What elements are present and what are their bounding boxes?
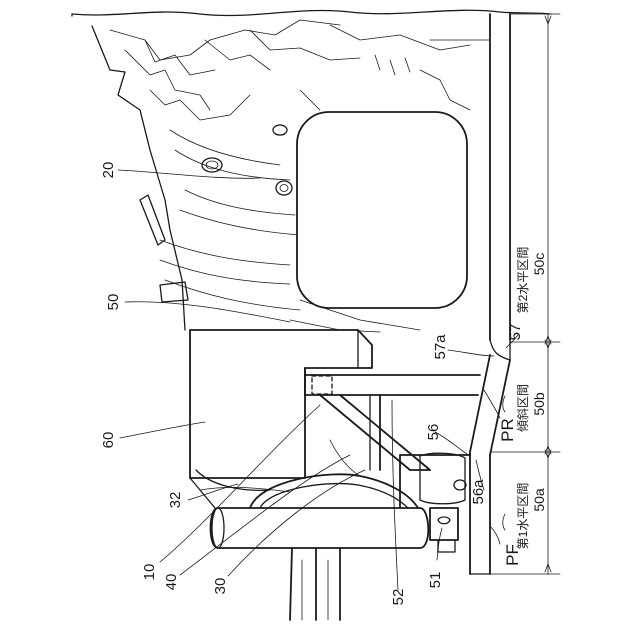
label-PR: PR (498, 418, 517, 442)
upper-rounded-box (297, 112, 467, 308)
lower-box (190, 330, 372, 478)
text-50a-name: 第1水平区間 (516, 483, 530, 550)
text-50b: 50b (531, 392, 547, 416)
text-50b-name: 傾斜区間 (516, 384, 530, 432)
label-50: 50 (105, 294, 122, 311)
label-32: 32 (167, 492, 184, 509)
label-10: 10 (141, 564, 158, 581)
label-57: 57 (507, 324, 524, 341)
text-50c: 50c (531, 253, 547, 276)
section-text: 第2水平区間 50c 傾斜区間 50b 第1水平区間 50a (516, 247, 547, 550)
label-40: 40 (163, 574, 180, 591)
label-51: 51 (427, 572, 444, 589)
label-20: 20 (100, 162, 117, 179)
text-50c-name: 第2水平区間 (516, 247, 530, 314)
label-57a: 57a (432, 334, 449, 360)
label-56a: 56a (470, 479, 487, 505)
label-52: 52 (390, 589, 407, 606)
label-60: 60 (100, 432, 117, 449)
text-50a: 50a (531, 488, 547, 512)
label-30: 30 (212, 578, 229, 595)
label-56: 56 (425, 424, 442, 441)
